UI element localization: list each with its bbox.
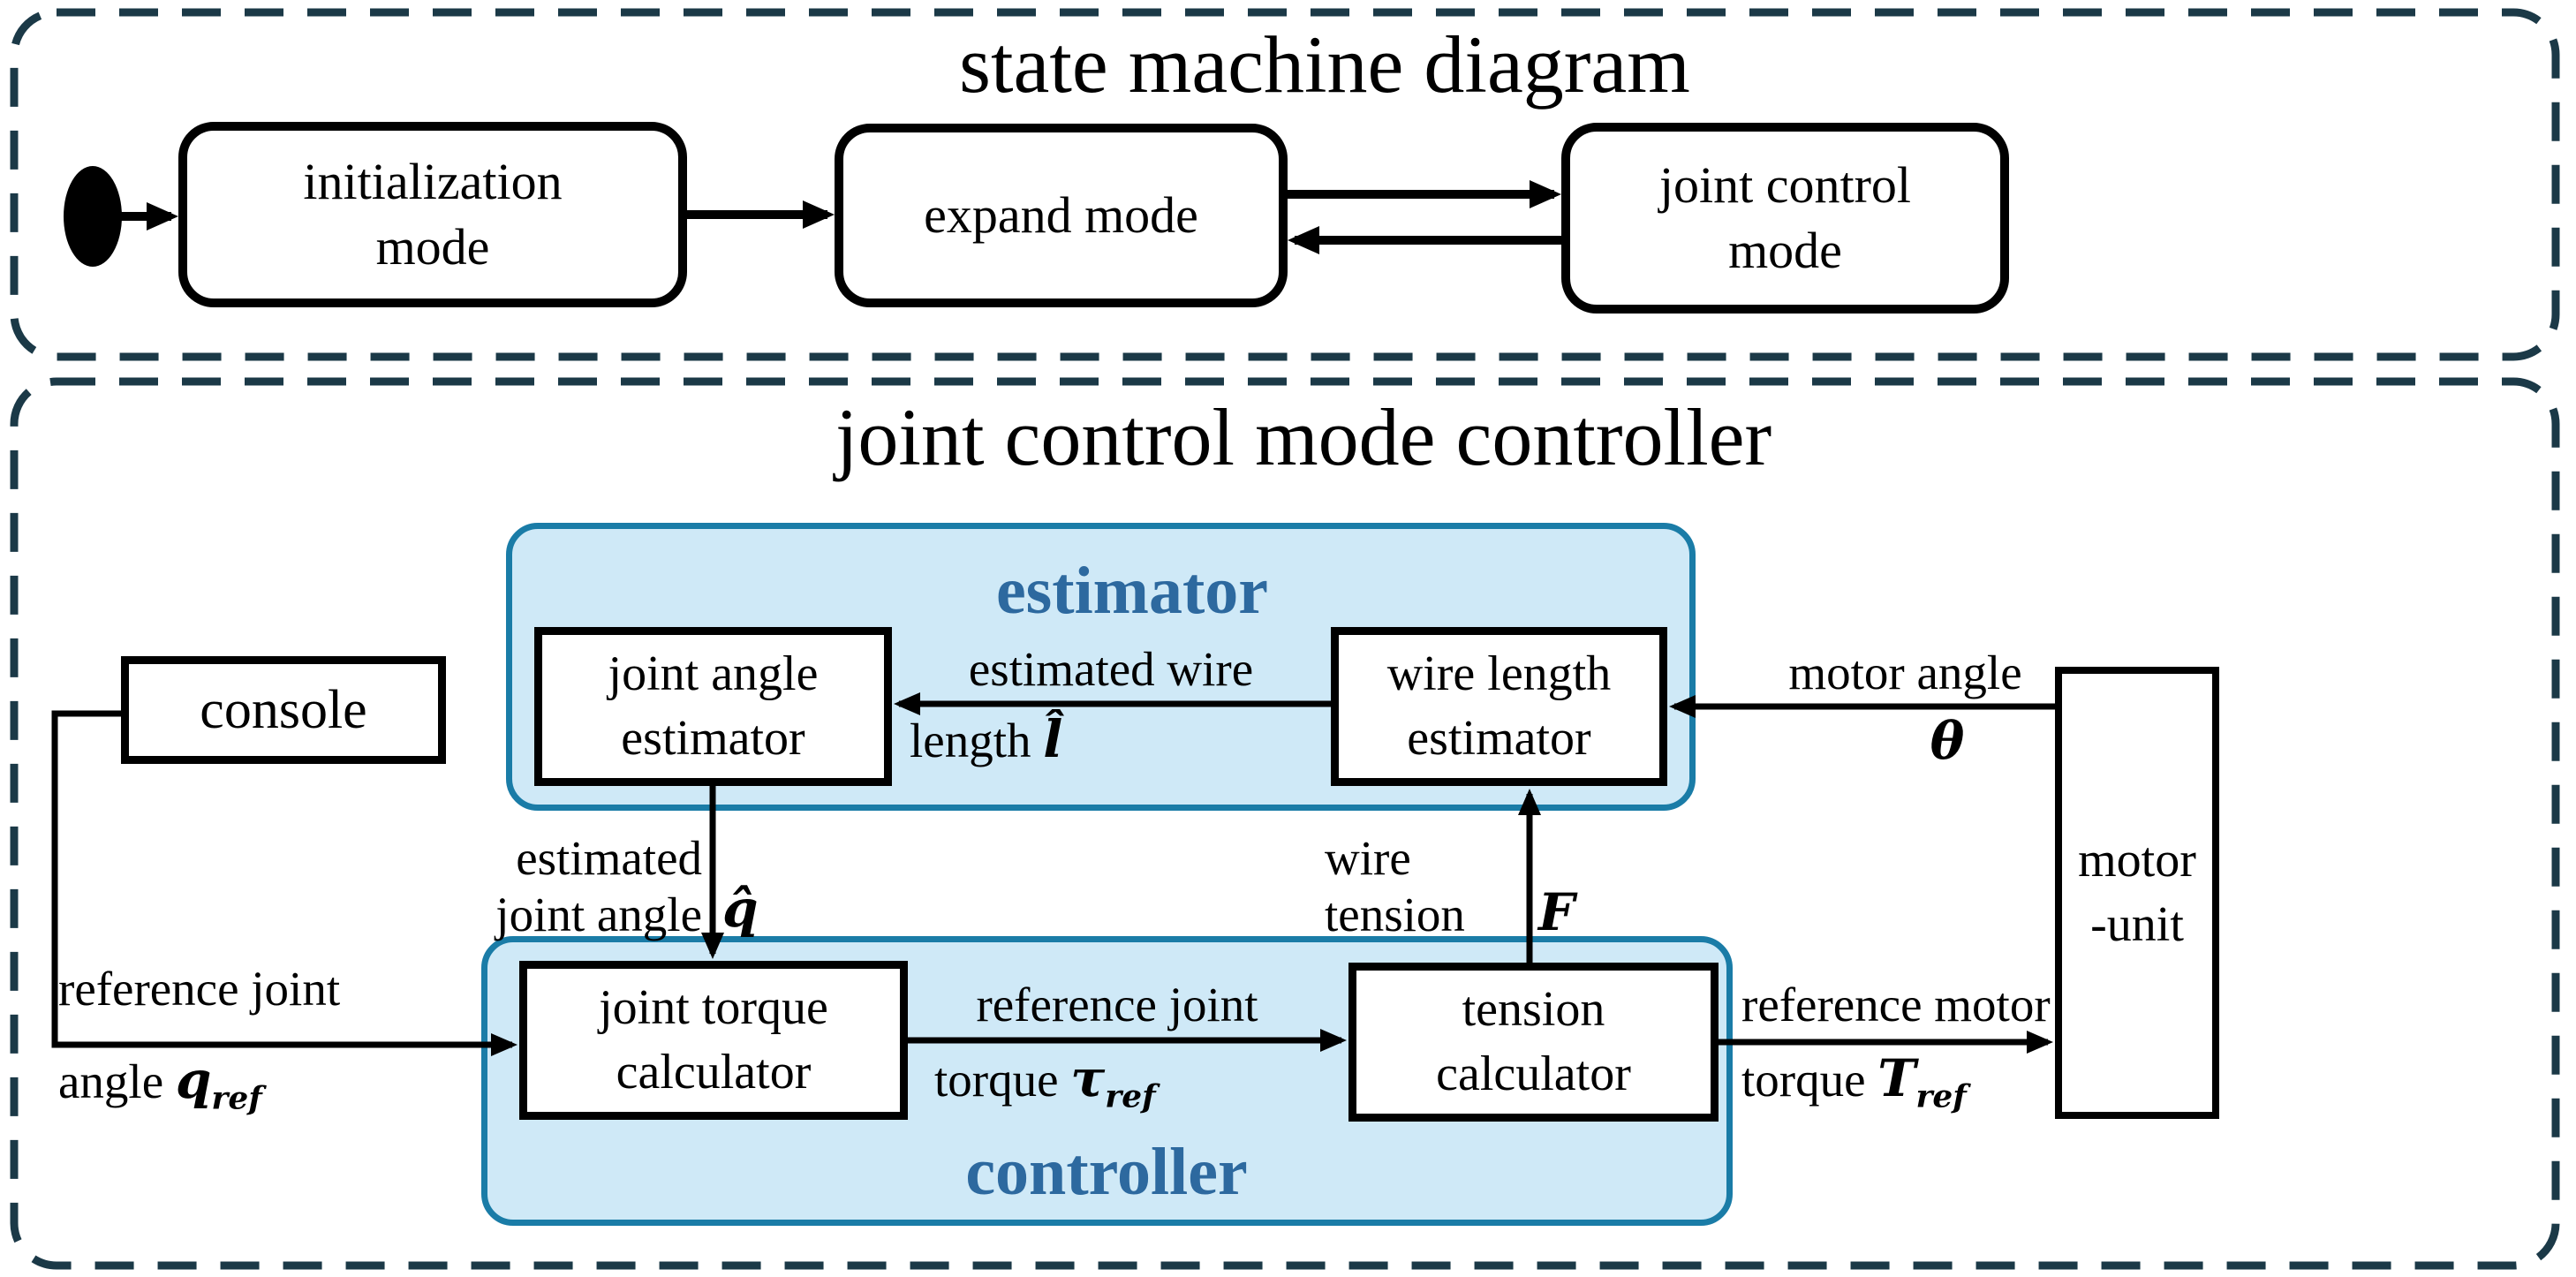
math-symbol: τ <box>1070 1048 1106 1108</box>
block-label-line: calculator <box>616 1045 812 1099</box>
signal-wire-tension-line2: tension <box>1325 888 1465 941</box>
block-tension-calculator: tension calculator <box>1348 963 1719 1122</box>
block-motor-unit: motor -unit <box>2055 667 2219 1119</box>
math-l-hat: l̂ <box>1043 709 1063 769</box>
signal-estimated-joint-angle-line2: joint angle <box>495 888 702 941</box>
signal-reference-joint-angle-line1: reference joint <box>58 962 341 1016</box>
math-symbol: q <box>175 1050 212 1110</box>
signal-text: torque <box>934 1053 1071 1107</box>
math-subscript: ref <box>1915 1077 1967 1115</box>
state-expand-mode: expand mode <box>835 124 1288 307</box>
signal-text: torque <box>1741 1053 1878 1107</box>
signal-text: length <box>910 714 1044 767</box>
block-label-line: tension <box>1462 982 1605 1038</box>
estimator-region-label: estimator <box>995 554 1269 628</box>
block-label-line: wire length <box>1386 646 1612 702</box>
signal-reference-motor-torque-line2: torque Tref <box>1741 1048 1967 1115</box>
math-symbol: T <box>1877 1048 1916 1108</box>
state-label-line: joint control <box>1658 155 1912 214</box>
math-q-ref: qref <box>175 1050 262 1115</box>
block-console: console <box>121 656 446 764</box>
math-T-ref: Tref <box>1877 1048 1966 1114</box>
state-label-line: mode <box>1728 222 1842 279</box>
state-label-line: initialization <box>303 152 563 210</box>
controller-region-label: controller <box>965 1135 1248 1209</box>
block-label-line: estimator <box>621 711 805 766</box>
initial-state-dot <box>64 166 122 267</box>
block-label-line: motor <box>2078 833 2196 888</box>
math-theta: θ <box>1930 711 1965 771</box>
signal-wire-tension-line1: wire <box>1325 831 1411 885</box>
signal-reference-joint-angle-line2: angle qref <box>58 1050 262 1116</box>
signal-estimated-joint-angle-line1: estimated <box>516 831 702 885</box>
signal-reference-motor-torque-line1: reference motor <box>1741 978 2051 1031</box>
math-subscript: ref <box>211 1079 262 1117</box>
signal-reference-joint-torque-line2: torque τref <box>934 1048 1156 1115</box>
block-wire-length-estimator: wire length estimator <box>1331 627 1667 786</box>
controller-panel-title: joint control mode controller <box>835 392 1772 482</box>
state-joint-control-mode: joint control mode <box>1561 123 2009 314</box>
math-subscript: ref <box>1105 1077 1156 1115</box>
signal-estimated-wire-line1: estimated wire <box>968 642 1254 696</box>
signal-motor-angle-line1: motor angle <box>1788 646 2022 699</box>
block-label-line: joint torque <box>599 980 828 1036</box>
math-F: F <box>1538 882 1575 942</box>
signal-text: angle <box>58 1054 176 1108</box>
math-tau-ref: τref <box>1070 1048 1155 1114</box>
state-machine-title: state machine diagram <box>959 19 1690 110</box>
state-initialization-mode: initialization mode <box>178 122 687 307</box>
block-label-line: estimator <box>1407 711 1591 766</box>
state-label-line: mode <box>375 218 490 276</box>
block-label-line: console <box>200 679 367 740</box>
block-label-line: -unit <box>2090 897 2184 952</box>
signal-reference-joint-torque-line1: reference joint <box>976 978 1258 1031</box>
block-label-line: joint angle <box>608 646 819 702</box>
math-q-hat: q̂ <box>722 879 759 939</box>
block-joint-angle-estimator: joint angle estimator <box>534 627 892 786</box>
block-label-line: calculator <box>1436 1047 1631 1101</box>
block-joint-torque-calculator: joint torque calculator <box>519 961 908 1120</box>
state-label-line: expand mode <box>924 185 1198 244</box>
signal-estimated-wire-line2: length l̂ <box>910 709 1063 769</box>
